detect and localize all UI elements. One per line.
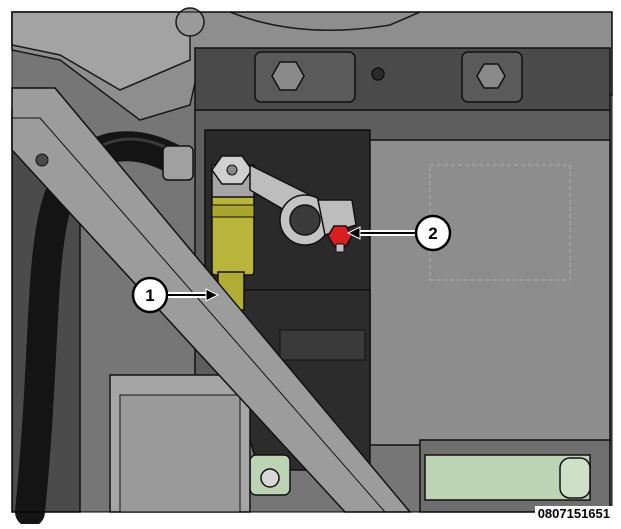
battery-post [289, 204, 321, 236]
figure-id: 0807151651 [534, 506, 613, 521]
lower-bolt [260, 468, 280, 488]
callout-2-circle [414, 214, 452, 252]
top-round-boss [175, 7, 205, 37]
dashed-label-area [429, 164, 571, 281]
diagram-border [11, 11, 613, 513]
callout-2: 2 [346, 214, 452, 252]
black-battery-cable [15, 131, 190, 527]
battery-sensor-band [211, 204, 255, 218]
callout-1-arrowhead [205, 288, 220, 302]
callout-1-circle [131, 276, 169, 314]
sensor-stud-top [226, 164, 238, 176]
bolt-hole-center [371, 67, 385, 81]
callout-1: 1 [131, 276, 220, 314]
callout-2-arrowhead [346, 226, 361, 240]
top-curved-rib [229, 11, 421, 31]
cable-connector [162, 145, 194, 181]
callout-1-number: 1 [145, 286, 154, 305]
clamp-bolt-tip [335, 243, 345, 253]
bolt-head-left [271, 61, 305, 91]
diagonal-brace-edge [12, 117, 386, 513]
clip-tab [559, 457, 591, 499]
lower-left-box-face [119, 394, 241, 513]
brace-hole [35, 153, 49, 167]
battery-side-panel [369, 139, 611, 446]
bolt-head-right [476, 63, 506, 89]
callout-2-number: 2 [428, 224, 437, 243]
mounting-block-left [254, 51, 356, 103]
clamp-nut [327, 225, 353, 247]
tray-rib [279, 329, 366, 361]
